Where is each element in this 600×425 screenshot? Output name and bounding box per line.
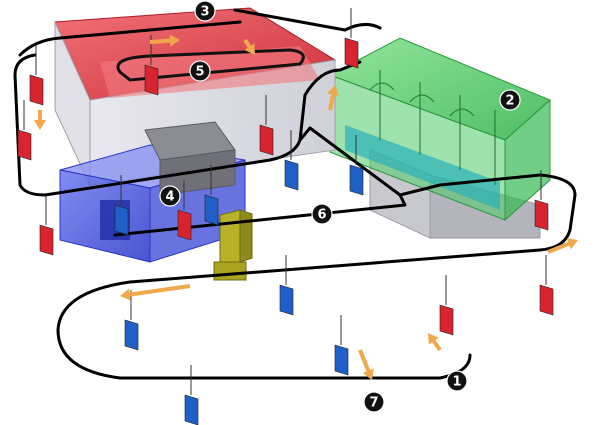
- marker-label: 2: [505, 94, 514, 109]
- red-part: [534, 199, 549, 231]
- hanging-parts: [17, 8, 554, 425]
- flow-arrow-shaft: [358, 349, 372, 376]
- red-part: [259, 124, 274, 156]
- red-part: [439, 304, 454, 336]
- red-part: [29, 74, 44, 106]
- blue-part: [114, 204, 129, 236]
- blue-part: [204, 194, 219, 226]
- flow-arrow-icon: [362, 368, 374, 380]
- marker-7: 7: [363, 391, 385, 413]
- flow-arrows: [34, 34, 578, 380]
- flow-arrow-icon: [566, 238, 578, 250]
- marker-badge-icon: [499, 89, 521, 111]
- marker-6: 6: [311, 203, 333, 225]
- blue-part: [124, 319, 139, 351]
- blue-part: [279, 284, 294, 316]
- conveyor-rail: [13, 8, 577, 380]
- marker-badge-icon: [194, 0, 216, 22]
- flow-arrow-icon: [428, 333, 439, 345]
- marker-1: 1: [446, 370, 468, 392]
- red-part: [39, 224, 54, 256]
- flow-arrow-icon: [169, 34, 180, 47]
- red-part: [177, 209, 192, 241]
- blue-part: [284, 159, 299, 191]
- blue-part: [349, 164, 364, 196]
- marker-label: 6: [317, 208, 326, 223]
- marker-badge-icon: [446, 370, 468, 392]
- marker-3: 3: [194, 0, 216, 22]
- red-part: [344, 37, 359, 69]
- flow-arrow-icon: [34, 120, 46, 130]
- marker-label: 7: [369, 396, 378, 411]
- blue-part: [184, 394, 199, 425]
- marker-badge-icon: [189, 60, 211, 82]
- flow-arrow-shaft: [125, 284, 191, 298]
- flow-arrow-icon: [120, 288, 131, 301]
- marker-5: 5: [189, 60, 211, 82]
- marker-label: 3: [200, 5, 209, 20]
- marker-label: 5: [195, 65, 204, 80]
- red-part: [144, 64, 159, 96]
- flow-arrow-shaft: [547, 240, 574, 254]
- marker-badges: 1 2 3 4 5 6 7: [159, 0, 521, 413]
- marker-badge-icon: [311, 203, 333, 225]
- flow-arrow-icon: [327, 85, 339, 96]
- flow-arrow-icon: [244, 43, 255, 55]
- marker-badge-icon: [159, 185, 181, 207]
- marker-2: 2: [499, 89, 521, 111]
- red-part: [539, 284, 554, 316]
- marker-label: 4: [165, 190, 174, 205]
- blue-part: [334, 344, 349, 376]
- red-part: [17, 129, 32, 161]
- flow-arrow-shaft: [149, 38, 175, 44]
- marker-4: 4: [159, 185, 181, 207]
- marker-label: 1: [452, 375, 461, 390]
- marker-badge-icon: [363, 391, 385, 413]
